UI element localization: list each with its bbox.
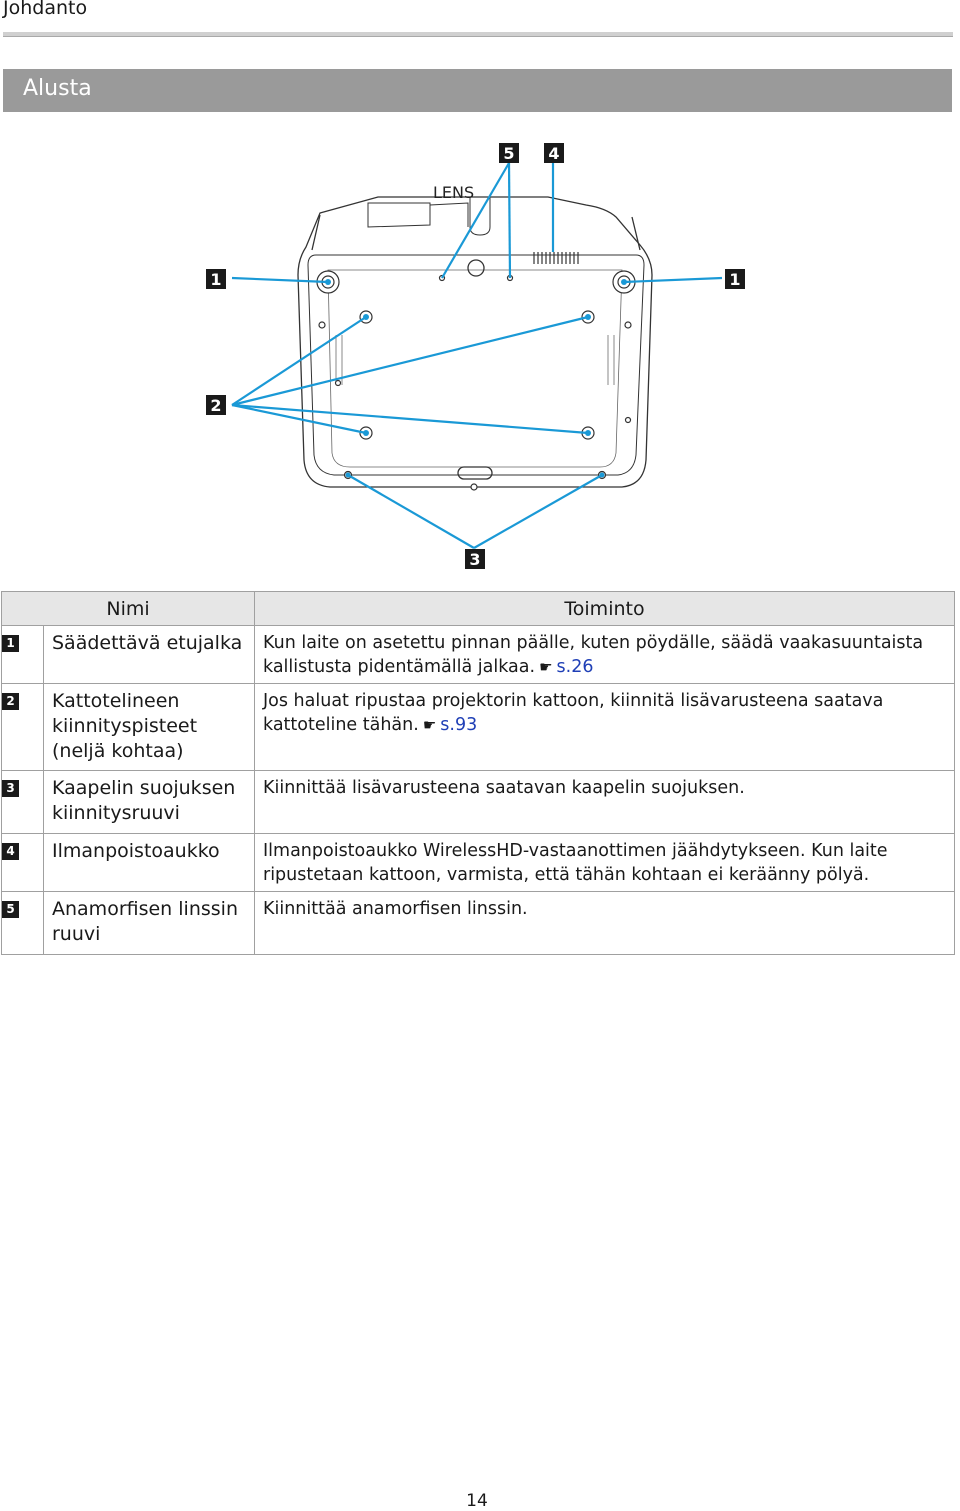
part-name: Anamorfisen linssin ruuvi bbox=[43, 891, 255, 955]
svg-text:1: 1 bbox=[729, 270, 740, 289]
page-number: 14 bbox=[466, 1491, 488, 1511]
svg-text:2: 2 bbox=[210, 396, 221, 415]
table-header-row: Nimi Toiminto bbox=[1, 591, 955, 626]
part-function: Jos haluat ripustaa projektorin kattoon,… bbox=[254, 683, 955, 771]
header-function: Toiminto bbox=[254, 591, 955, 626]
part-function: Ilmanpoistoaukko WirelessHD-vastaanottim… bbox=[254, 833, 955, 892]
section-header: Alusta bbox=[3, 69, 952, 112]
part-function: Kun laite on asetettu pinnan päälle, kut… bbox=[254, 625, 955, 684]
svg-text:4: 4 bbox=[548, 144, 559, 163]
svg-text:3: 3 bbox=[469, 550, 480, 569]
callout-badge-4: 4 bbox=[544, 143, 564, 163]
header-name: Nimi bbox=[1, 591, 255, 626]
parts-table: Nimi Toiminto 1 Säädettävä etujalka Kun … bbox=[1, 591, 955, 955]
table-row: 3 Kaapelin suojuksen kiinnitysruuvi Kiin… bbox=[1, 770, 955, 834]
callout-number: 2 bbox=[2, 693, 19, 710]
exhaust-vent bbox=[533, 252, 579, 264]
table-row: 4 Ilmanpoistoaukko Ilmanpoistoaukko Wire… bbox=[1, 833, 955, 892]
part-name: Ilmanpoistoaukko bbox=[43, 833, 255, 892]
callout-number: 4 bbox=[2, 843, 19, 860]
callout-badge-2: 2 bbox=[206, 395, 226, 415]
part-name: Kaapelin suojuksen kiinnitysruuvi bbox=[43, 770, 255, 834]
section-title: Alusta bbox=[23, 76, 92, 101]
callout-badge-1-right: 1 bbox=[725, 269, 745, 289]
projector-outline bbox=[297, 196, 653, 488]
header-divider bbox=[3, 32, 953, 37]
callout-badge-3: 3 bbox=[465, 549, 485, 569]
svg-text:1: 1 bbox=[210, 270, 221, 289]
chapter-title: Johdanto bbox=[3, 0, 88, 19]
part-function: Kiinnittää lisävarusteena saatavan kaape… bbox=[254, 770, 955, 834]
page-reference-link[interactable]: s.93 bbox=[440, 715, 478, 735]
projector-bottom-diagram: LENS 1 1 2 3 4 5 bbox=[206, 143, 745, 569]
lens-label: LENS bbox=[433, 183, 474, 202]
part-name: Kattotelineen kiinnityspisteet (neljä ko… bbox=[43, 683, 255, 771]
callout-badge-1-left: 1 bbox=[206, 269, 226, 289]
callout-number: 3 bbox=[2, 780, 19, 797]
reference-hand-icon: ☛ bbox=[422, 716, 437, 734]
callout-lines bbox=[231, 162, 723, 549]
table-row: 5 Anamorfisen linssin ruuvi Kiinnittää a… bbox=[1, 891, 955, 955]
table-row: 2 Kattotelineen kiinnityspisteet (neljä … bbox=[1, 683, 955, 771]
part-name: Säädettävä etujalka bbox=[43, 625, 255, 684]
callout-number: 5 bbox=[2, 901, 19, 918]
part-function: Kiinnittää anamorfisen linssin. bbox=[254, 891, 955, 955]
page-reference-link[interactable]: s.26 bbox=[556, 657, 594, 677]
table-row: 1 Säädettävä etujalka Kun laite on asete… bbox=[1, 625, 955, 684]
svg-text:5: 5 bbox=[503, 144, 514, 163]
reference-hand-icon: ☛ bbox=[539, 658, 553, 676]
callout-number: 1 bbox=[2, 635, 19, 652]
callout-badge-5: 5 bbox=[499, 143, 519, 163]
